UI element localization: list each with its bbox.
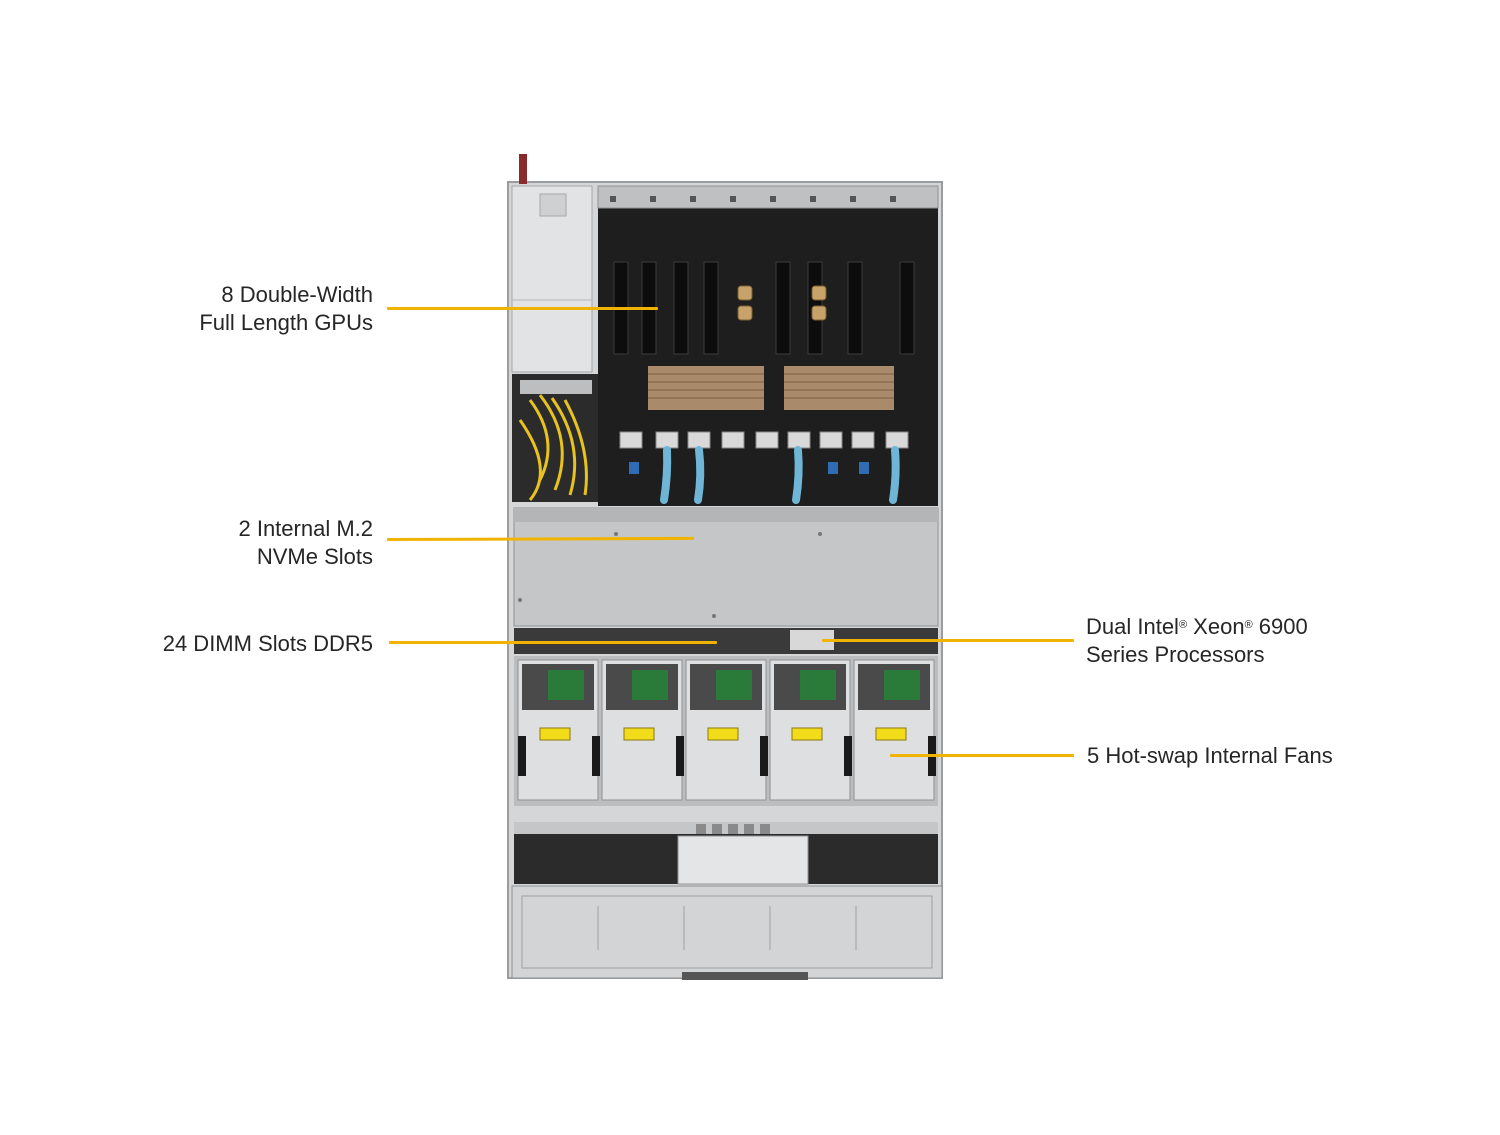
callout-gpus-line2: Full Length GPUs xyxy=(199,310,373,335)
front-panel xyxy=(511,885,943,979)
callout-cpu-text-c: 6900 xyxy=(1252,614,1308,639)
callout-gpus-label: 8 Double-Width Full Length GPUs xyxy=(199,281,373,337)
callout-gpus-leader xyxy=(387,307,658,310)
heatsink-left xyxy=(648,366,764,410)
pcie-cables xyxy=(660,446,900,504)
callout-m2-label: 2 Internal M.2 NVMe Slots xyxy=(238,515,373,571)
callout-m2-line1: 2 Internal M.2 xyxy=(238,516,373,541)
callout-fans-leader xyxy=(890,754,1074,757)
callout-cpu-text-a: Dual Intel xyxy=(1086,614,1179,639)
callout-m2-line2: NVMe Slots xyxy=(256,544,373,569)
callout-fans-label: 5 Hot-swap Internal Fans xyxy=(1087,742,1333,770)
callout-gpus-line1: 8 Double-Width xyxy=(221,282,373,307)
callout-cpu-line2: Series Processors xyxy=(1086,642,1265,667)
callout-cpu-line1: Dual Intel® Xeon® 6900 xyxy=(1086,613,1308,641)
callout-cpu-leader xyxy=(822,639,1074,642)
heatsink-right xyxy=(784,366,894,410)
psu-handle xyxy=(519,154,527,184)
callout-cpu-label: Dual Intel® Xeon® 6900 Series Processors xyxy=(1086,613,1308,669)
callout-fans-line1: 5 Hot-swap Internal Fans xyxy=(1087,743,1333,768)
air-shroud xyxy=(513,507,939,627)
psu-module xyxy=(511,185,593,373)
registered-mark: ® xyxy=(1178,619,1188,631)
registered-mark: ® xyxy=(1244,619,1253,631)
callout-dimm-line1: 24 DIMM Slots DDR5 xyxy=(162,631,373,656)
callout-dimm-label: 24 DIMM Slots DDR5 xyxy=(163,630,373,658)
power-cables xyxy=(518,394,588,501)
fan-modules xyxy=(514,656,938,806)
callout-dimm-leader xyxy=(389,641,717,644)
callout-cpu-text-b: Xeon xyxy=(1187,614,1245,639)
